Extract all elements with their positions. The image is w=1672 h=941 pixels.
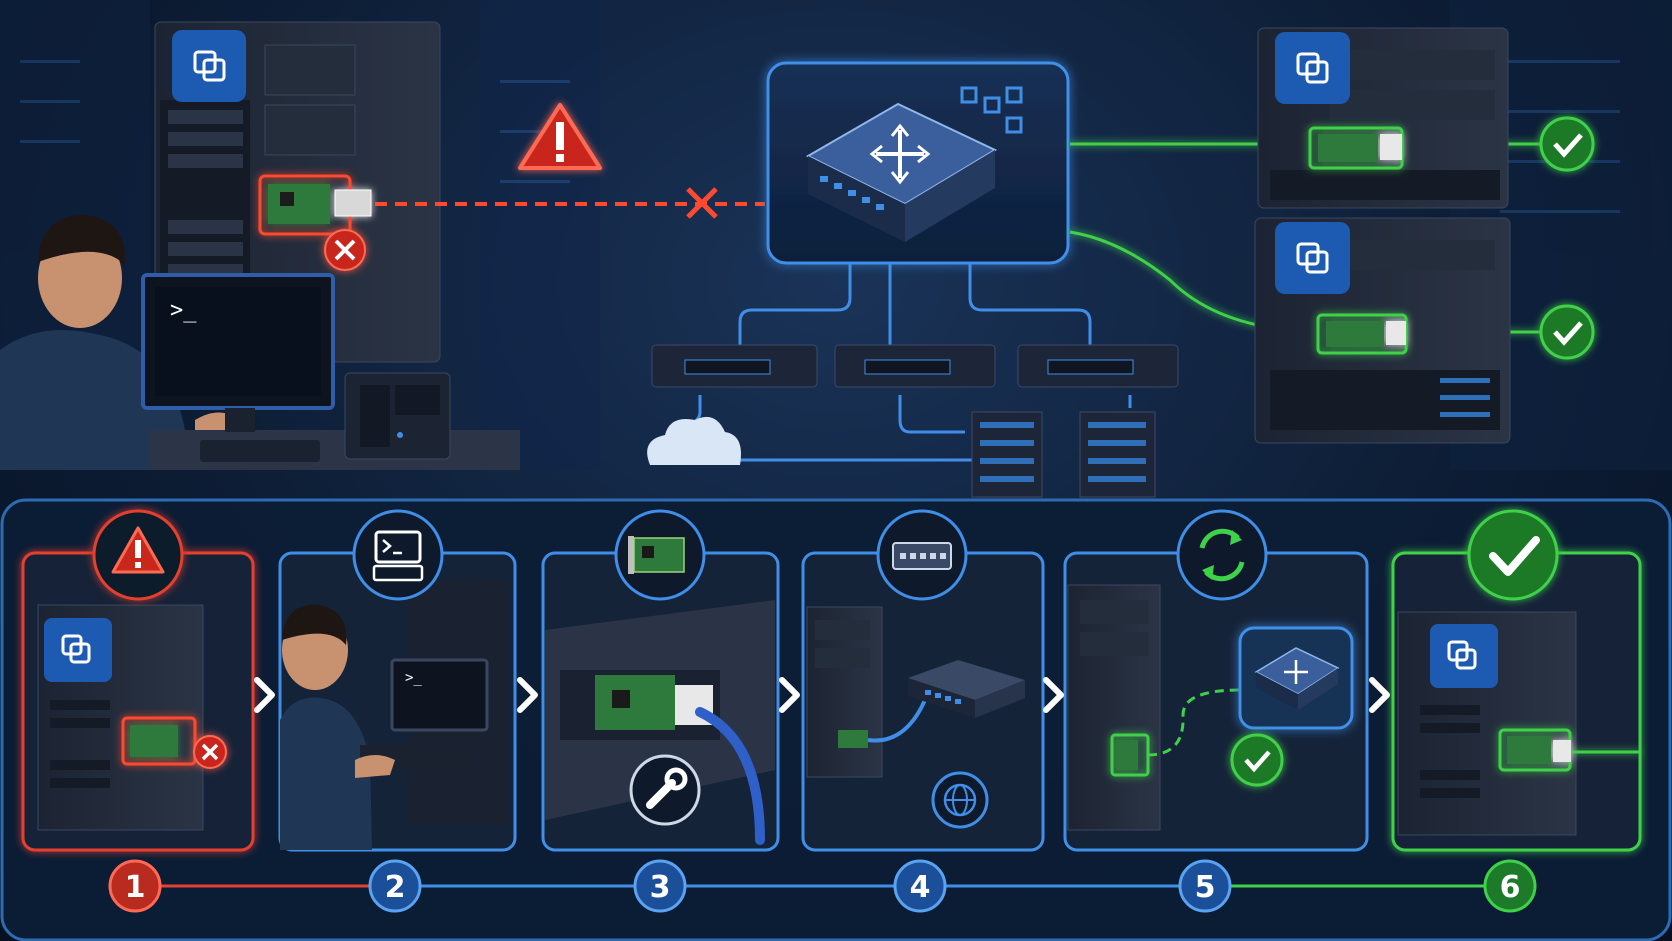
chevron-right-icon (517, 677, 538, 713)
step-number-6: 6 (1483, 859, 1537, 913)
step-3-badge-network-card-icon (614, 509, 706, 601)
chevron-right-icon (779, 677, 800, 713)
step-6-badge-checkmark-icon (1467, 509, 1559, 601)
access-switch-1 (651, 344, 818, 388)
terminal-prompt-text: >_ (170, 298, 197, 323)
wrench-icon (629, 754, 701, 826)
step-5-card (1063, 551, 1369, 852)
step-number-5: 5 (1178, 859, 1232, 913)
faulty-network-card (258, 174, 372, 236)
storage-rack-2 (1079, 411, 1156, 498)
access-switch-3 (1017, 344, 1179, 388)
server-brand-icon (1275, 222, 1350, 294)
step-2-card: >_ (278, 551, 517, 852)
access-switch-2 (834, 344, 996, 388)
step-4-badge-switch-icon (876, 509, 968, 601)
terminal-prompt-text: >_ (405, 670, 422, 686)
success-check-icon-2 (1539, 304, 1595, 360)
step-6-card (1391, 551, 1642, 852)
success-check-icon-3 (1230, 733, 1284, 787)
step-4-card (801, 551, 1045, 852)
step-number-4: 4 (893, 859, 947, 913)
step-number-3: 3 (633, 859, 687, 913)
step-number-1: 1 (108, 859, 162, 913)
step-number-4-text: 4 (910, 870, 931, 905)
storage-rack-1 (971, 411, 1043, 498)
server-brand-icon (1275, 32, 1350, 104)
step-2-badge-terminal-icon (352, 509, 444, 601)
step-number-2-text: 2 (385, 870, 406, 905)
step-1-card (21, 551, 255, 852)
success-check-icon-1 (1539, 116, 1595, 172)
healthy-server-1 (1257, 27, 1509, 209)
step-number-6-text: 6 (1500, 870, 1521, 905)
healthy-server-2 (1254, 217, 1511, 444)
step-number-1-text: 1 (125, 870, 146, 905)
broken-link-line (375, 187, 765, 219)
cloud-icon (647, 416, 741, 465)
error-x-icon (324, 229, 366, 271)
globe-icon (931, 771, 989, 829)
step-3-card (541, 551, 780, 852)
step-1-badge-warning-icon (92, 509, 184, 601)
step-arrows (254, 677, 1390, 713)
monitor: >_ (141, 273, 335, 432)
step-number-2: 2 (368, 859, 422, 913)
warning-icon (518, 103, 602, 170)
network-topology-icon (960, 86, 1023, 134)
server-brand-icon (172, 30, 246, 102)
chevron-right-icon (1043, 677, 1064, 713)
technician (0, 215, 240, 470)
desktop-nas (344, 372, 451, 460)
step-number-3-text: 3 (650, 870, 671, 905)
step-number-5-text: 5 (1195, 870, 1216, 905)
core-switch-icon (805, 102, 998, 242)
keyboard (200, 440, 320, 462)
chevron-right-icon (254, 677, 275, 713)
chevron-right-icon (1369, 677, 1390, 713)
step-5-badge-refresh-icon (1176, 509, 1268, 601)
